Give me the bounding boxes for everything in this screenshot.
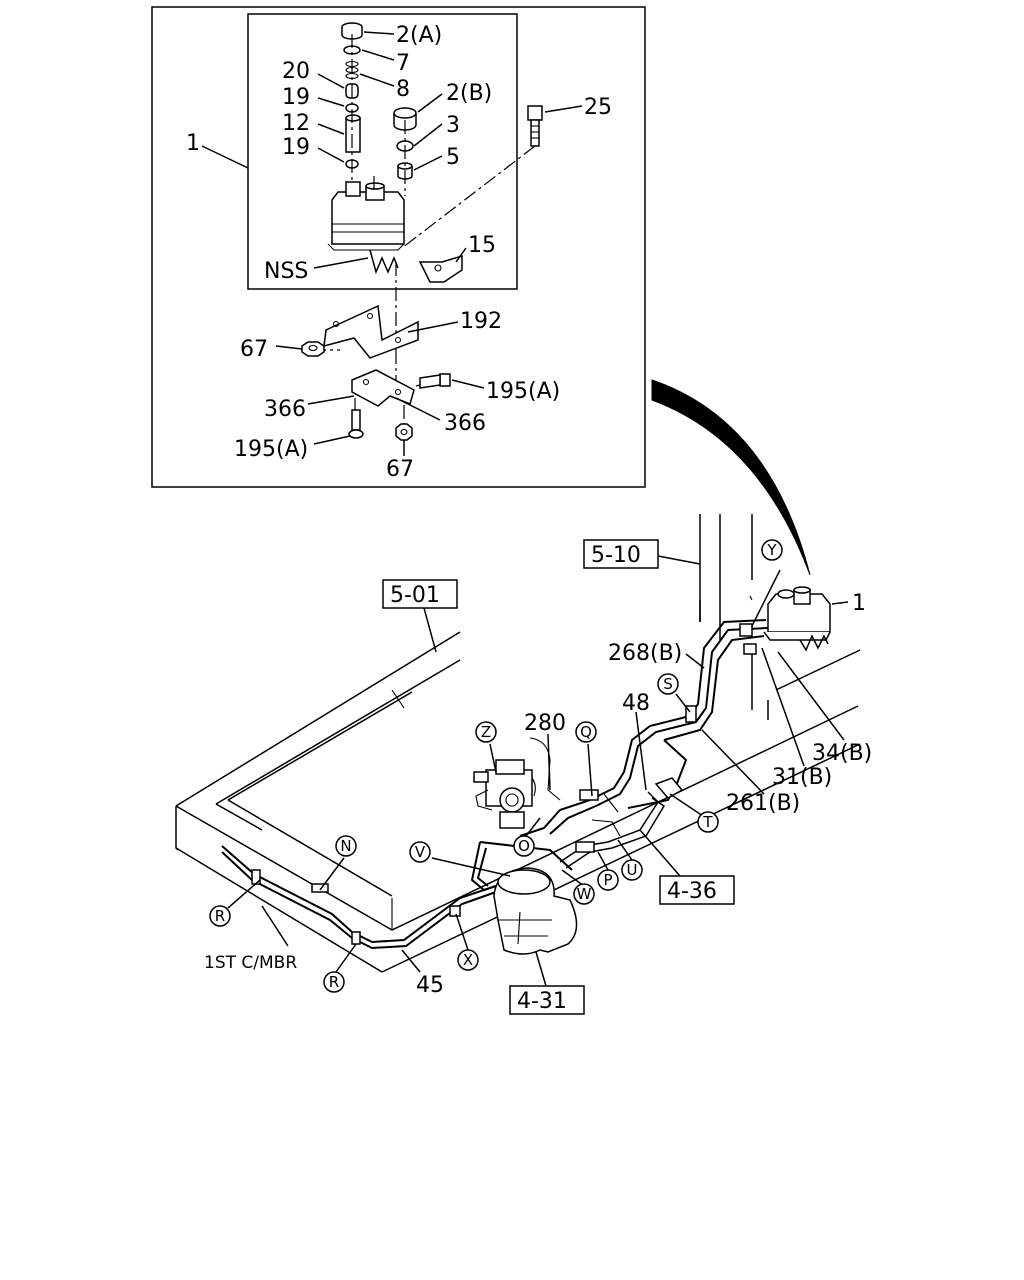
marker-q: Q: [575, 721, 597, 743]
callout-67-lower: 67: [386, 457, 414, 482]
reservoir-tank-part: [327, 181, 405, 275]
svg-text:Y: Y: [766, 541, 777, 559]
callout-19-upper: 19: [282, 85, 310, 110]
callout-280: 280: [524, 711, 566, 736]
svg-text:Q: Q: [580, 723, 592, 741]
marker-t: T: [697, 811, 719, 833]
svg-text:R: R: [329, 973, 339, 991]
inset-leader-lines: [201, 31, 583, 456]
reference-box-5-10[interactable]: 5-10: [583, 539, 659, 569]
reference-box-5-01[interactable]: 5-01: [382, 579, 458, 609]
inset-outer-frame: [151, 6, 646, 488]
reference-box-4-31[interactable]: 4-31: [509, 985, 585, 1015]
callout-5: 5: [446, 145, 460, 170]
bolt-195a-right-part: [419, 373, 451, 389]
marker-s: S: [657, 673, 679, 695]
callout-261b: 261(B): [726, 791, 800, 816]
marker-p: P: [597, 869, 619, 891]
bracket-366-part: [351, 369, 415, 407]
inset-inner-frame: [247, 13, 518, 290]
tube-12-part: [345, 114, 361, 153]
nut-67-upper-part: [301, 341, 325, 357]
cap-2a-part: [341, 22, 363, 40]
svg-text:P: P: [603, 871, 612, 889]
marker-r-upper: R: [209, 905, 231, 927]
callout-1-inset: 1: [186, 131, 200, 156]
marker-o: O: [513, 835, 535, 857]
svg-text:N: N: [340, 837, 351, 855]
callout-1-main: 1: [852, 591, 866, 616]
marker-r-lower: R: [323, 971, 345, 993]
callout-15: 15: [468, 233, 496, 258]
marker-y: Y: [761, 539, 783, 561]
svg-text:X: X: [463, 951, 473, 969]
callout-366-left: 366: [264, 397, 306, 422]
callout-192: 192: [460, 309, 502, 334]
callout-195a-lower: 195(A): [234, 437, 308, 462]
svg-text:R: R: [215, 907, 225, 925]
nut-67-lower-part: [395, 423, 413, 441]
svg-text:V: V: [415, 843, 426, 861]
callout-12: 12: [282, 111, 310, 136]
callout-195a-right: 195(A): [486, 379, 560, 404]
detail-pointer-arc: [651, 379, 811, 576]
callout-268b: 268(B): [608, 641, 682, 666]
callout-34b: 34(B): [812, 741, 872, 766]
callout-8: 8: [396, 77, 410, 102]
marker-v: V: [409, 841, 431, 863]
ref-4-31-label: 4-31: [517, 989, 567, 1014]
reservoir-installed: [763, 586, 849, 652]
svg-text:O: O: [518, 837, 530, 855]
reference-box-4-36[interactable]: 4-36: [659, 875, 735, 905]
callout-48: 48: [622, 691, 650, 716]
pipe-clamps: [251, 623, 757, 945]
valve-assembly-280: [473, 759, 533, 829]
callout-2a: 2(A): [396, 23, 442, 48]
callout-31b: 31(B): [772, 765, 832, 790]
exploded-view-inset: 2(A) 7 8 20 19 2(B) 3 12 1 19 5 25 15 NS…: [151, 6, 646, 488]
brake-line-assembly-view: 5-10 5-01 4-36 4-31 Y S Z Q O T N V U P …: [175, 514, 872, 1015]
callout-45: 45: [416, 973, 444, 998]
brake-pipes: [221, 619, 769, 950]
callout-25: 25: [584, 95, 612, 120]
svg-text:Z: Z: [481, 723, 491, 741]
svg-text:T: T: [702, 813, 713, 831]
callout-19-lower: 19: [282, 135, 310, 160]
marker-w: W: [573, 883, 595, 905]
master-cylinder-booster: [493, 867, 578, 955]
callout-1st-cross-member: 1ST C/MBR: [204, 953, 297, 973]
bracket-192-part: [323, 304, 419, 359]
callout-2b: 2(B): [446, 81, 492, 106]
svg-text:S: S: [663, 675, 673, 693]
marker-n: N: [335, 835, 357, 857]
bolt-195a-lower-part: [348, 409, 364, 439]
ref-5-10-label: 5-10: [591, 543, 641, 568]
marker-z: Z: [475, 721, 497, 743]
callout-20: 20: [282, 59, 310, 84]
main-leader-lines: [227, 555, 845, 987]
svg-text:W: W: [577, 885, 592, 903]
callout-67-upper: 67: [240, 337, 268, 362]
callout-366-right: 366: [444, 411, 486, 436]
svg-text:U: U: [627, 861, 638, 879]
ref-4-36-label: 4-36: [667, 879, 717, 904]
ref-5-01-label: 5-01: [390, 583, 440, 608]
bolt-25-part: [527, 105, 543, 147]
callout-7: 7: [396, 51, 410, 76]
callout-3: 3: [446, 113, 460, 138]
marker-x: X: [457, 949, 479, 971]
callout-nss: NSS: [264, 259, 308, 284]
frame-outline: [175, 514, 861, 973]
marker-u: U: [621, 859, 643, 881]
